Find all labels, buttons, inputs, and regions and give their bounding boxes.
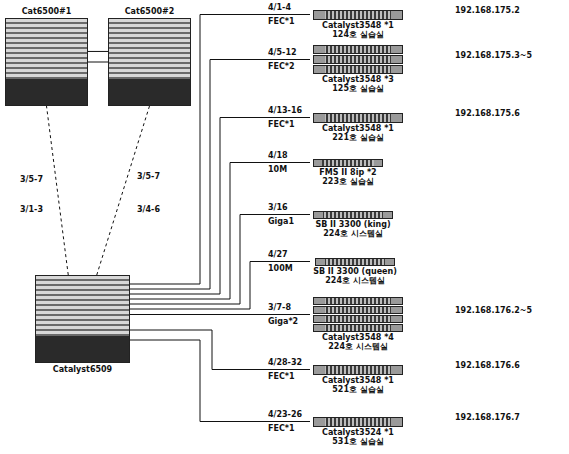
ip-address: 192.168.176.2~5 [455, 306, 532, 316]
network-link [130, 118, 310, 295]
port-label: 3/7-8 [268, 303, 291, 313]
device-image [310, 258, 400, 266]
device-image [310, 10, 406, 20]
device-name: Catalyst3548 *1 [310, 376, 406, 385]
device-unit [313, 306, 403, 314]
switch-chassis: Catalyst6509 [35, 275, 130, 363]
device-unit [313, 45, 403, 54]
switch-name: Cat6500#1 [22, 7, 72, 16]
room-name: 531호 실습실 [310, 437, 406, 446]
device-name: Catalyst3524 *1 [310, 428, 406, 437]
device-box: Catalyst3548 *3125호 실습실 [310, 45, 406, 93]
room-name: 125호 실습실 [310, 84, 406, 93]
room-name: 221호 실습실 [310, 133, 406, 142]
device-unit [313, 113, 403, 123]
device-image [310, 365, 406, 375]
device-unit [313, 65, 403, 74]
port-label: 3/16 [268, 203, 288, 213]
port-label: 100M [268, 264, 293, 274]
ip-address: 192.168.176.6 [455, 361, 520, 371]
device-box: Catalyst3524 *1531호 실습실 [310, 417, 406, 446]
ip-address: 192.168.175.6 [455, 109, 520, 119]
switch-chassis: Cat6500#2 [108, 18, 191, 106]
port-label: 3/1-3 [20, 205, 43, 215]
switch-chassis: Cat6500#1 [5, 18, 88, 106]
port-label: 4/27 [268, 250, 288, 260]
network-link [130, 262, 310, 310]
ip-address: 192.168.176.7 [455, 413, 520, 423]
device-unit [313, 417, 403, 427]
port-label: FEC*1 [268, 120, 295, 130]
network-link [130, 215, 310, 305]
port-label: FEC*1 [268, 17, 295, 27]
device-name: Catalyst3548 *1 [310, 124, 406, 133]
device-name: Catalyst3548 *1 [310, 21, 406, 30]
device-image [310, 211, 396, 219]
device-name: FMS II 8ip *2 [310, 168, 386, 177]
room-name: 521호 실습실 [310, 385, 406, 394]
port-label: 3/5-7 [20, 175, 43, 185]
device-name: SB II 3300 (queen) [310, 267, 400, 276]
device-unit [313, 297, 403, 305]
room-name: 224호 시스템실 [310, 342, 406, 351]
room-name: 224호 시스템실 [310, 276, 400, 285]
device-box: Catalyst3548 *1124호 실습실 [310, 10, 406, 39]
device-box: SB II 3300 (king)224호 시스템실 [310, 211, 396, 238]
port-label: Giga1 [268, 217, 294, 227]
device-image [310, 417, 406, 427]
device-image [310, 159, 386, 167]
ip-address: 192.168.175.3~5 [455, 51, 532, 61]
dashed-link [47, 106, 69, 275]
port-label: 3/5-7 [137, 172, 160, 182]
port-label: Giga*2 [268, 317, 298, 327]
device-unit [313, 55, 403, 64]
network-link [88, 62, 108, 63]
port-label: 3/4-6 [137, 205, 160, 215]
device-box: FMS II 8ip *2223호 실습실 [310, 159, 386, 186]
port-label: 4/18 [268, 151, 288, 161]
room-name: 223호 실습실 [310, 177, 386, 186]
device-image [310, 297, 406, 332]
device-unit [313, 365, 403, 375]
device-name: Catalyst3548 *3 [310, 75, 406, 84]
network-link [88, 51, 108, 52]
room-name: 124호 실습실 [310, 30, 406, 39]
port-label: 4/5-12 [268, 48, 297, 58]
port-label: 4/13-16 [268, 106, 302, 116]
device-unit [313, 10, 403, 20]
device-box: Catalyst3548 *1521호 실습실 [310, 365, 406, 394]
device-unit [313, 211, 393, 219]
device-unit [313, 324, 403, 332]
switch-name: Catalyst6509 [53, 365, 112, 374]
port-label: 4/1-4 [268, 3, 291, 13]
switch-name: Cat6500#2 [125, 7, 175, 16]
room-name: 224호 시스템실 [310, 229, 396, 238]
device-unit [313, 159, 383, 167]
device-box: Catalyst3548 *1221호 실습실 [310, 113, 406, 142]
ip-address: 192.168.175.2 [455, 6, 520, 16]
network-link [130, 314, 310, 315]
device-box: SB II 3300 (queen)224호 시스템실 [310, 258, 400, 285]
network-link [130, 340, 310, 422]
device-image [310, 113, 406, 123]
device-box: Catalyst3548 *4224호 시스템실 [310, 297, 406, 351]
dashed-link [97, 106, 150, 275]
device-image [310, 45, 406, 74]
network-link [130, 330, 310, 370]
port-label: 4/28-32 [268, 358, 302, 368]
port-label: FEC*1 [268, 372, 295, 382]
port-label: FEC*1 [268, 424, 295, 434]
device-name: SB II 3300 (king) [310, 220, 396, 229]
port-label: FEC*2 [268, 62, 295, 72]
network-link [130, 163, 310, 300]
port-label: 10M [268, 165, 287, 175]
device-unit [313, 315, 403, 323]
device-unit [315, 258, 395, 266]
device-name: Catalyst3548 *4 [310, 333, 406, 342]
port-label: 4/23-26 [268, 410, 302, 420]
